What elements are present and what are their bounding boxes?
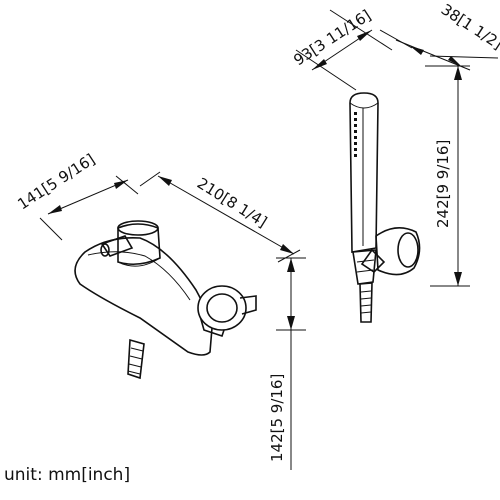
dim-mixer-height: 142[5 9/16] <box>268 374 286 462</box>
hose <box>359 282 373 323</box>
hand-shower-holder <box>375 227 421 276</box>
dim-hand-shower-height: 242[9 9/16] <box>434 140 452 228</box>
hose-connector <box>352 249 377 285</box>
wall-escutcheon <box>197 285 247 331</box>
mixer-lever <box>100 235 134 257</box>
hand-shower-handle <box>349 92 379 253</box>
mixer-hose <box>127 338 145 380</box>
unit-label: unit: mm[inch] <box>4 465 130 485</box>
dimension-lines <box>39 9 499 470</box>
mixer-body <box>74 236 213 356</box>
spray-nozzle-slots <box>354 108 364 246</box>
dim-hand-shower-diameter: 38[1 1/2] <box>438 0 500 53</box>
hand-shower-assembly <box>349 92 421 323</box>
shower-mixer <box>74 220 257 380</box>
hand-shower-handle-cap <box>349 102 379 109</box>
dim-mixer-depth: 141[5 9/16] <box>14 150 98 213</box>
